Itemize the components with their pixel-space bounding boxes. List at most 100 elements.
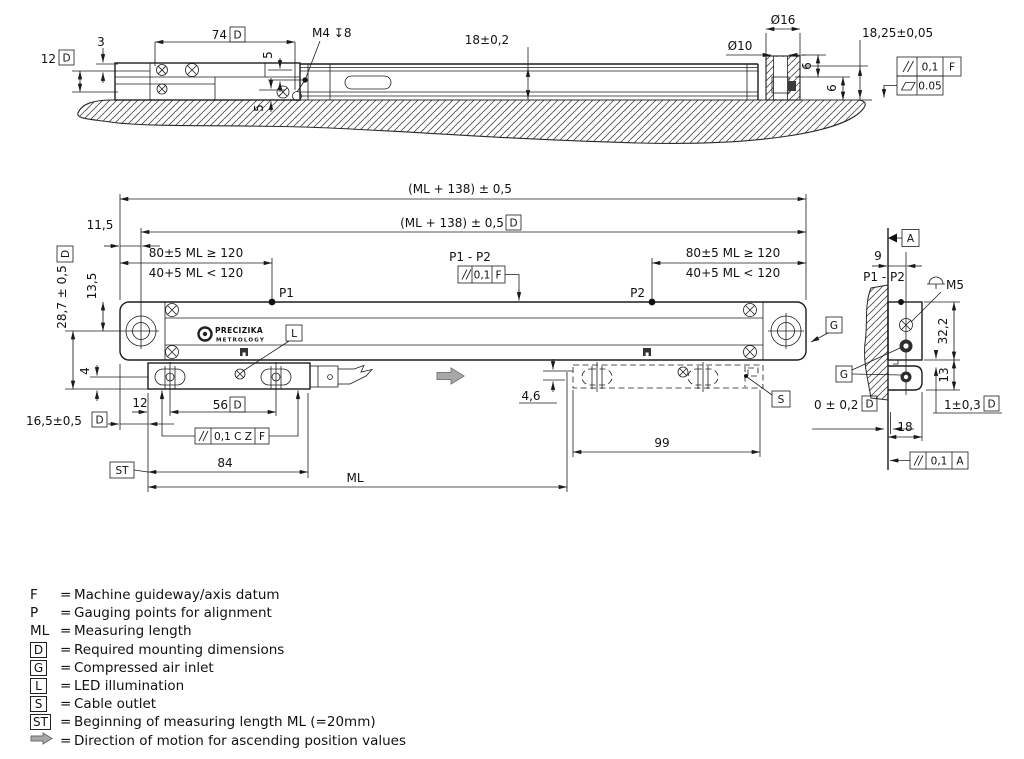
logo-name: PRECIZIKA bbox=[215, 326, 263, 335]
gauging-left-1: 80±5 ML ≥ 120 bbox=[149, 246, 243, 260]
legend-symbol: F bbox=[30, 587, 38, 604]
fcf-flatness: 0.05 bbox=[881, 75, 944, 98]
mounting-hole-icon bbox=[768, 313, 804, 349]
fcf-p1p2: P1 - P2 0,1 F bbox=[449, 250, 522, 301]
dim-13-5: 13,5 bbox=[65, 273, 123, 332]
dim-mounting-text: (ML + 138) ± 0,5 bbox=[400, 216, 504, 230]
dia10-text: Ø10 bbox=[728, 39, 753, 53]
screw-head-icon bbox=[928, 276, 944, 285]
legend-symbol-boxed: S bbox=[30, 696, 47, 713]
required-dim-box bbox=[505, 214, 522, 231]
legend-symbol-boxed: D bbox=[30, 641, 47, 658]
legend-equals: = bbox=[60, 587, 72, 604]
box-d-letter: D bbox=[865, 399, 873, 411]
mounting-hole-icon bbox=[123, 313, 159, 349]
dim-gauging-left: 80±5 ML ≥ 120 40+5 ML < 120 P1 bbox=[119, 246, 294, 306]
dim-13-5-text: 13,5 bbox=[85, 273, 99, 300]
label-st: ST bbox=[109, 461, 149, 479]
legend-row: ST = Beginning of measuring length ML (=… bbox=[30, 713, 406, 731]
dim-28-7-text: 28,7 ± 0,5 bbox=[55, 265, 69, 329]
dim-56-text: 56 bbox=[213, 398, 228, 412]
screw-icon bbox=[743, 303, 757, 317]
scale-rail-section bbox=[300, 63, 759, 100]
required-dim-box bbox=[91, 411, 108, 428]
legend-text: Machine guideway/axis datum bbox=[74, 587, 280, 604]
label-led: L bbox=[242, 324, 303, 372]
dim-12-text: 12 bbox=[132, 396, 147, 410]
gauging-point-p2 bbox=[648, 298, 656, 306]
legend-text: Required mounting dimensions bbox=[74, 641, 285, 658]
scale-side-profile bbox=[887, 299, 923, 391]
fcf-datum: F bbox=[949, 62, 955, 74]
gauging-point-p1 bbox=[268, 298, 276, 306]
dim-ml: ML bbox=[148, 471, 567, 490]
dim-13: 13 bbox=[937, 360, 957, 390]
dim-18-25: 18,25±0,05 bbox=[803, 26, 933, 100]
gauging-right-2: 40+5 ML < 120 bbox=[686, 266, 780, 280]
front-view: PRECIZIKA METROLOGY bbox=[26, 182, 843, 492]
fcf-tolerance: 0,1 bbox=[931, 456, 948, 468]
dim-9-text: 9 bbox=[874, 249, 882, 263]
dim-11-5: 11,5 bbox=[87, 218, 160, 249]
datum-flag-a: A bbox=[888, 229, 920, 247]
legend-equals: = bbox=[60, 641, 72, 658]
dim-11-5-text: 11,5 bbox=[87, 218, 114, 232]
dim-1-text: 1±0,3 bbox=[944, 398, 981, 412]
dim-12-text: 12 bbox=[41, 52, 56, 66]
legend-symbol-boxed: ST bbox=[30, 714, 51, 731]
dim-4-text: 4 bbox=[78, 367, 92, 375]
dim-84: 84 bbox=[148, 456, 308, 475]
legend-row: D = Required mounting dimensions bbox=[30, 641, 406, 659]
required-dim-box bbox=[983, 395, 1000, 412]
dim-3-text: 3 bbox=[97, 35, 105, 49]
box-d-letter: D bbox=[62, 53, 70, 65]
air-inlet-hole-icon bbox=[899, 339, 913, 353]
parallelism-icon bbox=[902, 60, 914, 73]
legend-symbol-boxed: G bbox=[30, 659, 47, 676]
fcf-tolerance: 0,1 bbox=[922, 62, 939, 74]
dim-4: 4 bbox=[78, 365, 148, 401]
required-dim-box bbox=[229, 26, 246, 43]
label-l-letter: L bbox=[291, 328, 297, 340]
dim-16-5-text: 16,5±0,5 bbox=[26, 414, 82, 428]
datum-triangle-icon bbox=[888, 233, 897, 243]
dim-mounting: (ML + 138) ± 0,5 D bbox=[140, 214, 806, 313]
mounting-post-section bbox=[765, 55, 801, 101]
dim-18-side: 18 bbox=[888, 392, 923, 441]
m5-text: M5 bbox=[946, 278, 964, 292]
legend-row: S = Cable outlet bbox=[30, 695, 406, 713]
dim-99: 99 bbox=[573, 436, 760, 455]
dim-12: 12 D bbox=[41, 49, 150, 93]
reading-head bbox=[147, 362, 374, 416]
fcf-tolerance: 0.05 bbox=[918, 81, 941, 93]
dim-99-text: 99 bbox=[654, 436, 669, 450]
dim-18: 18±0,2 bbox=[465, 33, 531, 100]
parallelism-icon bbox=[461, 269, 472, 280]
dim-74: 74 D bbox=[154, 26, 296, 90]
box-d-letter: D bbox=[509, 218, 517, 230]
dim-dia10: Ø10 bbox=[726, 39, 806, 58]
required-dim-box bbox=[56, 245, 74, 263]
parallelism-icon bbox=[913, 455, 924, 466]
gauging-dot bbox=[898, 299, 904, 305]
legend-symbol: ML bbox=[30, 623, 50, 640]
legend-equals: = bbox=[60, 696, 72, 713]
legend-text: Cable outlet bbox=[74, 696, 157, 713]
legend-text: Beginning of measuring length ML (=20mm) bbox=[74, 714, 376, 731]
dim-84-text: 84 bbox=[217, 456, 232, 470]
dim-5-upper-text: 5 bbox=[261, 51, 275, 59]
screw-icon bbox=[165, 303, 179, 317]
dim-28-7: 28,7 ± 0,5 D bbox=[55, 245, 148, 390]
legend-row: ML = Measuring length bbox=[30, 622, 406, 640]
legend-text: LED illumination bbox=[74, 678, 185, 695]
fcf-tolerance: 0,1 bbox=[474, 270, 491, 282]
legend-row: G = Compressed air inlet bbox=[30, 659, 406, 677]
dim-overall-text: (ML + 138) ± 0,5 bbox=[408, 182, 512, 196]
thread-callout-m4: M4 ↧8 bbox=[296, 26, 352, 93]
legend-text: Direction of motion for ascending positi… bbox=[74, 732, 406, 749]
legend-equals: = bbox=[60, 732, 72, 749]
legend-equals: = bbox=[60, 659, 72, 676]
dim-16-5: 16,5±0,5 D bbox=[26, 364, 174, 430]
